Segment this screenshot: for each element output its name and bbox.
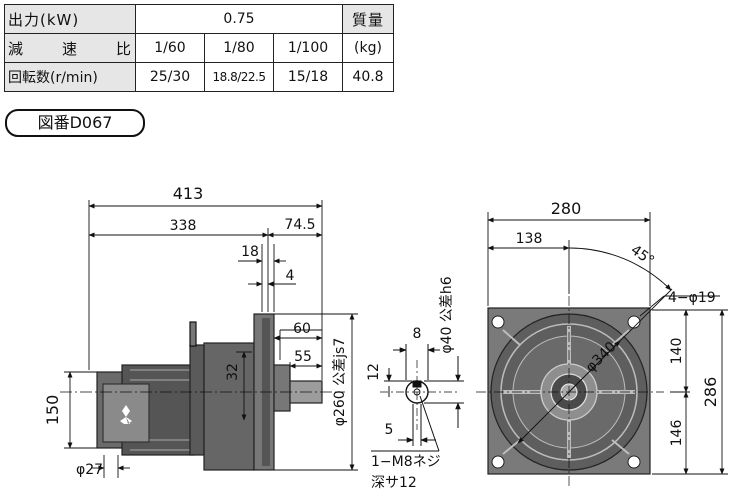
- mass-unit: (kg): [342, 33, 394, 63]
- dim-phi-40: φ40 公差h6: [439, 276, 455, 353]
- dim-8: 8: [413, 326, 422, 342]
- speed-label: 回転数(r/min): [4, 62, 136, 92]
- angle-45: 45°: [628, 242, 658, 269]
- speed-1: 25/30: [135, 62, 205, 92]
- dim-phi-260: φ260 公差js7: [332, 338, 348, 427]
- dim-140: 140: [669, 338, 685, 365]
- dim-413: 413: [173, 184, 204, 203]
- bolt-hole: [491, 315, 505, 329]
- ratio-1: 1/60: [135, 33, 205, 63]
- speed-3: 15/18: [273, 62, 343, 92]
- shaft-end-view: [371, 344, 464, 452]
- front-dimensions: [487, 212, 728, 475]
- dim-4: 4: [286, 268, 295, 284]
- tap-spec-line1: 1−M8ネジ: [371, 454, 441, 470]
- dim-60: 60: [293, 321, 311, 337]
- mass-label: 質量: [342, 4, 394, 34]
- dim-280: 280: [551, 199, 582, 218]
- bolt-hole: [627, 455, 641, 469]
- side-dimension-labels: 413 338 74.5 18 4 60 55 32 150 φ27 φ260 …: [43, 184, 348, 478]
- tap-spec-line2: 深サ12: [371, 475, 417, 491]
- dim-146: 146: [669, 420, 685, 447]
- dim-5: 5: [385, 422, 394, 438]
- bolt-hole: [491, 455, 505, 469]
- motor-body: [96, 321, 205, 456]
- dim-phi-27: φ27: [76, 462, 103, 478]
- drawing-number-badge: 図番D067: [5, 109, 145, 137]
- dim-32: 32: [225, 363, 241, 381]
- ratio-label: 減 速 比: [4, 33, 136, 63]
- dim-150: 150: [43, 395, 62, 426]
- dim-286: 286: [701, 377, 720, 408]
- spec-table: 出力(kW) 0.75 質量 減 速 比 1/60 1/80 1/100 (kg…: [4, 4, 394, 92]
- holes-spec: 4−φ19: [668, 290, 716, 306]
- dim-55: 55: [294, 349, 312, 365]
- side-dimensions: [64, 200, 358, 478]
- dim-338: 338: [170, 218, 197, 234]
- output-value: 0.75: [135, 4, 343, 34]
- dim-12: 12: [366, 363, 382, 381]
- side-view: [60, 313, 345, 471]
- shaft-dimension-labels: 8 12 5 φ40 公差h6 1−M8ネジ 深サ12: [366, 276, 455, 491]
- mass-value: 40.8: [342, 62, 394, 92]
- ratio-2: 1/80: [204, 33, 274, 63]
- dim-74-5: 74.5: [284, 217, 315, 233]
- output-label: 出力(kW): [4, 4, 136, 34]
- dim-138: 138: [516, 231, 543, 247]
- dim-18: 18: [241, 244, 259, 260]
- bolt-hole: [627, 315, 641, 329]
